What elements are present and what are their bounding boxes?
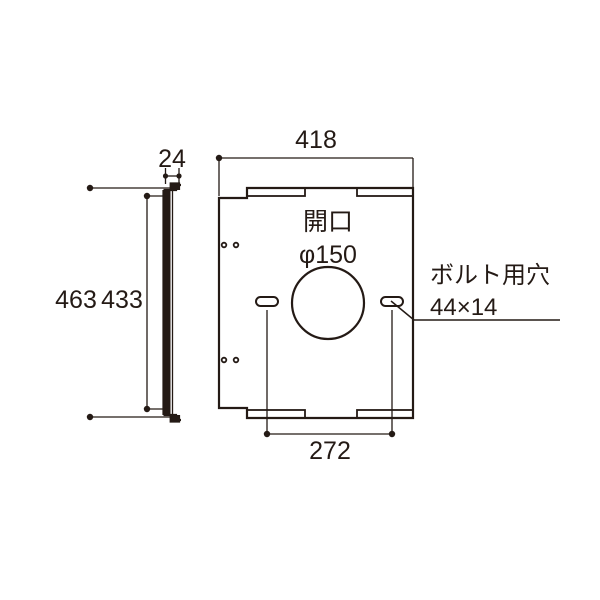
dim-272-dot-left (263, 430, 271, 438)
dim-433-dot-top (143, 192, 151, 200)
dim-24-dot-left (162, 173, 169, 179)
dim-24-dot-right (176, 173, 182, 179)
dim-418-dot-left (215, 154, 223, 162)
dim-433-dot-bottom (143, 405, 151, 413)
front-opening-circle (290, 265, 366, 341)
bolt-hole-leader-diagonal (390, 300, 415, 321)
dim-463-dot-top (86, 184, 94, 192)
bolt-hole-note-title: ボルト用穴 (430, 262, 550, 289)
front-bottom-tab-right (356, 409, 414, 419)
dim-272-dot-right (388, 430, 396, 438)
bolt-hole-note-size: 44×14 (430, 294, 497, 321)
front-bolt-slot-left (255, 296, 279, 307)
front-bottom-tab-left (246, 409, 306, 419)
front-small-hole-lower-1 (220, 356, 228, 364)
front-top-tab-left (246, 187, 306, 197)
side-top-flange-fill (170, 183, 179, 190)
front-small-hole-lower-2 (232, 356, 240, 364)
dim-463-dot-bottom (86, 413, 94, 421)
side-plate-band (164, 190, 171, 415)
opening-label: 開口 (303, 208, 353, 236)
dim-24-label: 24 (158, 145, 186, 173)
opening-diameter-label: φ150 (299, 241, 357, 269)
dim-418-label: 418 (295, 126, 337, 154)
front-bolt-slot-right (380, 296, 404, 307)
front-plate-outline (217, 186, 415, 420)
dim-463-label: 463 (55, 286, 97, 314)
dim-272-label: 272 (309, 437, 351, 465)
side-view-group: 24 463 433 (55, 145, 186, 423)
front-top-tab-right (356, 187, 414, 197)
front-small-hole-upper-2 (232, 241, 240, 249)
side-bottom-flange-fill (170, 415, 179, 422)
dim-433-label: 433 (101, 286, 143, 314)
front-view-group: 開口 φ150 418 272 ボルト用穴 44×14 (215, 126, 560, 465)
front-small-hole-upper-1 (220, 241, 228, 249)
